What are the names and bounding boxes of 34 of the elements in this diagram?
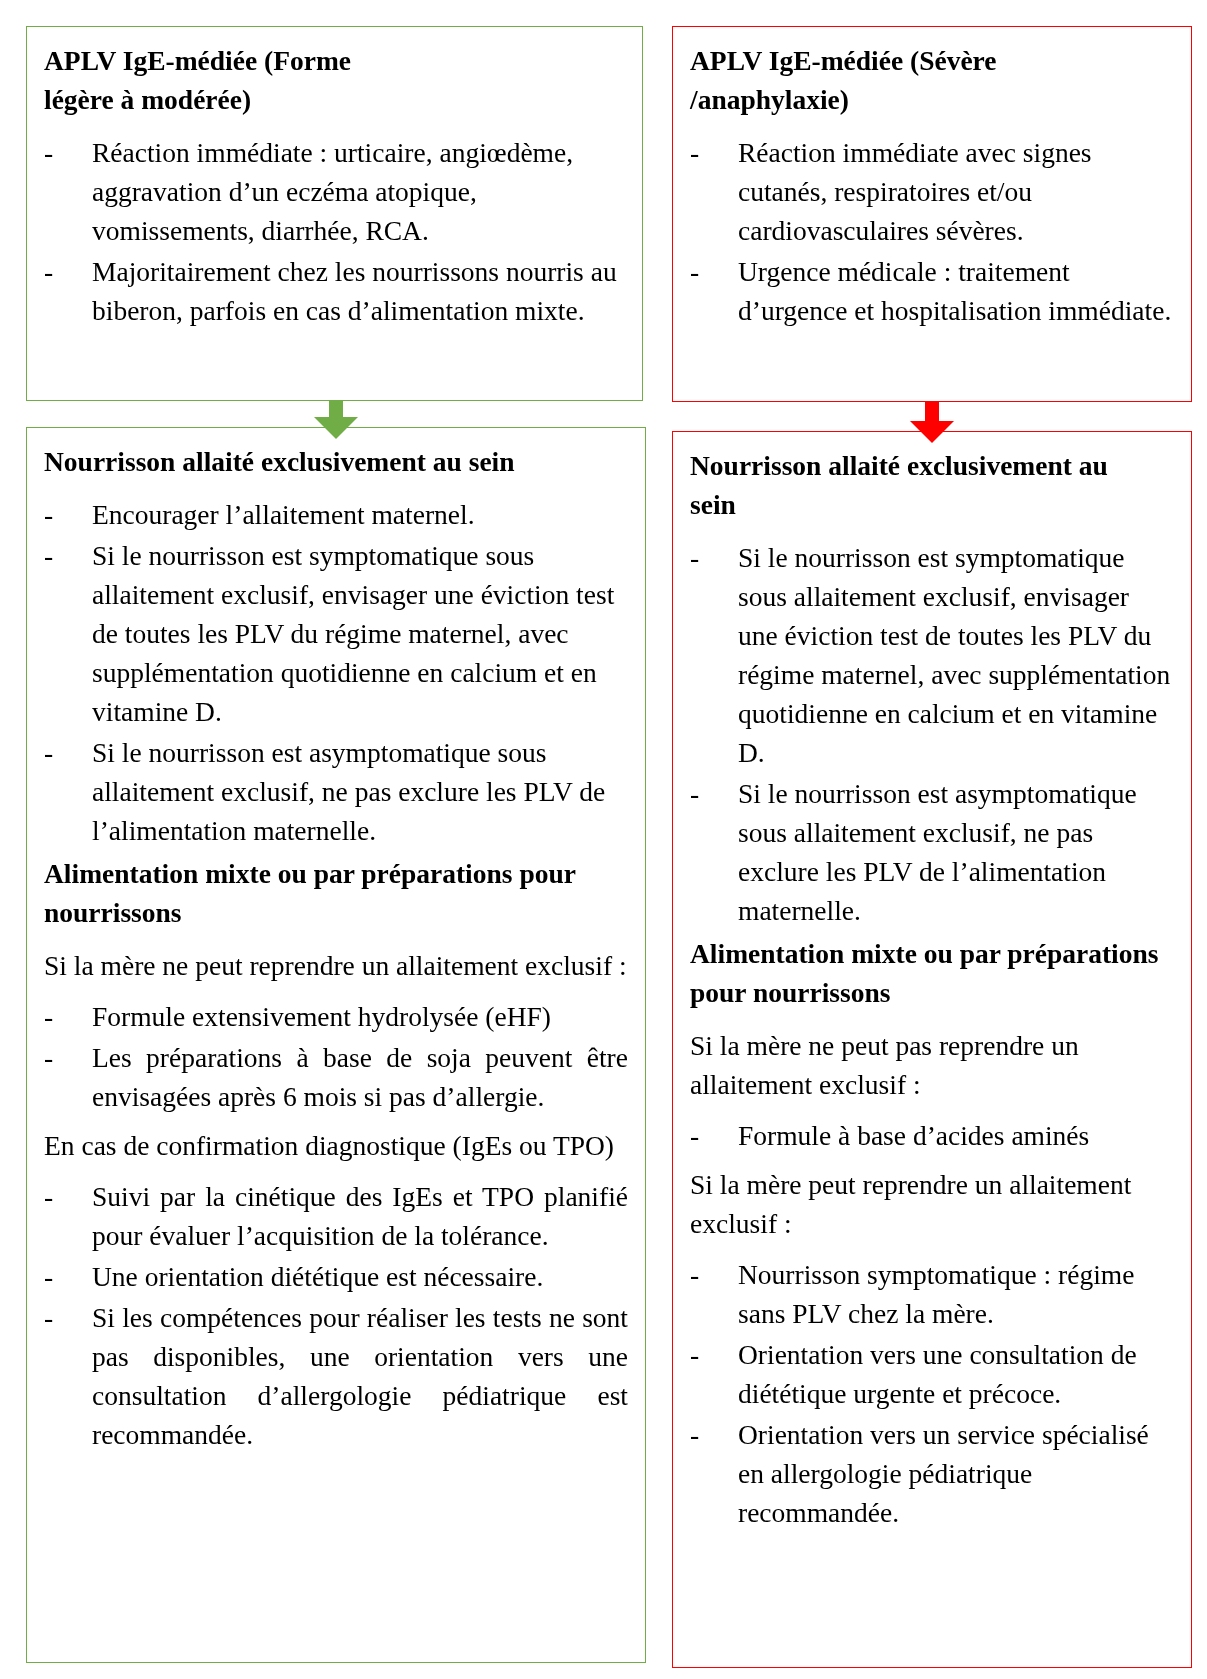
bullet-item: - Formule extensivement hydrolysée (eHF) xyxy=(44,1000,552,1034)
bullet-item: - Si les compétences pour réaliser les tests ne sont pas disponibles, une orientation vers une consultation d’allergologie pédiatrique est recommandée. xyxy=(44,1301,628,1452)
section-heading: APLV IgE-médiée (Forme légère à modérée) xyxy=(44,44,353,117)
bullet-item: - Si le nourrisson est asymptomatique sous allaitement exclusif, ne pas exclure les PLV de l’alimentation maternelle. xyxy=(690,777,1138,928)
bullet-item: - Encourager l’allaitement maternel. xyxy=(44,498,476,532)
paragraph: En cas de confirmation diagnostique (IgEs ou TPO) xyxy=(44,1129,615,1163)
section-heading: APLV IgE-médiée (Sévère /anaphylaxie) xyxy=(690,44,998,117)
bullet-item: - Réaction immédiate avec signes cutanés, respiratoires et/ou cardiovasculaires sévères. xyxy=(690,136,1093,248)
bullet-item: - Nourrisson symptomatique : régime sans PLV chez la mère. xyxy=(690,1258,1136,1331)
bullet-item: - Si le nourrisson est asymptomatique sous allaitement exclusif, ne pas exclure les PLV de l’alimentation maternelle. xyxy=(44,736,607,848)
bullet-item: - Formule à base d’acides aminés xyxy=(690,1119,1091,1153)
section-heading: Nourrisson allaité exclusivement au sein xyxy=(690,449,1109,522)
text-box xyxy=(672,26,1192,402)
bullet-item: - Suivi par la cinétique des IgEs et TPO planifié pour évaluer l’acquisition de la tolérance. xyxy=(44,1180,628,1253)
bullet-item: - Une orientation diététique est nécessaire. xyxy=(44,1260,545,1294)
bullet-item: - Réaction immédiate : urticaire, angiœdème, aggravation d’un eczéma atopique, vomissements, diarrhée, RCA. xyxy=(44,136,575,248)
paragraph: Si la mère ne peut reprendre un allaitement exclusif : xyxy=(44,949,628,983)
paragraph: Si la mère ne peut pas reprendre un allaitement exclusif : xyxy=(690,1029,1080,1102)
section-heading: Nourrisson allaité exclusivement au sein xyxy=(44,445,516,479)
bullet-item: - Urgence médicale : traitement d’urgence et hospitalisation immédiate. xyxy=(690,255,1173,328)
text-box xyxy=(26,26,643,401)
bullet-item: - Si le nourrisson est symptomatique sous allaitement exclusif, envisager une éviction test de toutes les PLV du régime maternel, avec supplémentation quotidienne en calcium et en vitamine D. xyxy=(690,541,1172,770)
section-heading: Alimentation mixte ou par préparations pour nourrissons xyxy=(44,857,577,930)
bullet-item: - Orientation vers une consultation de diététique urgente et précoce. xyxy=(690,1338,1138,1411)
bullet-item: - Orientation vers un service spécialisé en allergologie pédiatrique recommandée. xyxy=(690,1418,1150,1530)
section-heading: Alimentation mixte ou par préparations pour nourrissons xyxy=(690,937,1160,1010)
bullet-item: - Les préparations à base de soja peuvent être envisagées après 6 mois si pas d’allergie. xyxy=(44,1041,628,1114)
text-box xyxy=(26,427,646,1663)
bullet-item: - Si le nourrisson est symptomatique sous allaitement exclusif, envisager une éviction test de toutes les PLV du régime maternel, avec supplémentation quotidienne en calcium et en vitamine D. xyxy=(44,539,616,729)
block-arrow xyxy=(910,402,954,443)
text-box xyxy=(672,431,1192,1668)
block-arrow xyxy=(314,401,358,439)
bullet-item: - Majoritairement chez les nourrissons nourris au biberon, parfois en cas d’alimentation mixte. xyxy=(44,255,618,328)
paragraph: Si la mère peut reprendre un allaitement exclusif : xyxy=(690,1168,1133,1241)
